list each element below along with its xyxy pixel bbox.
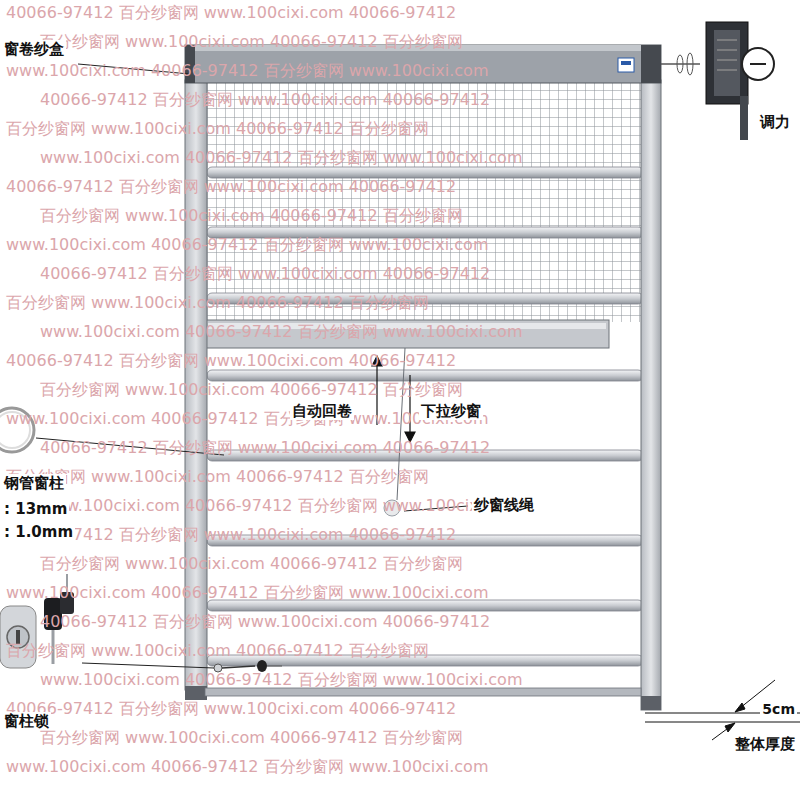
dimension-value: 5cm (760, 700, 797, 718)
watermark: www.100cixi.com 40066-97412 百分纱窗网 www.10… (6, 410, 488, 428)
watermark: 百分纱窗网 www.100cixi.com 40066-97412 百分纱窗网 (40, 729, 463, 747)
watermark: 40066-97412 百分纱窗网 www.100cixi.com 40066-… (40, 613, 490, 631)
watermark: 百分纱窗网 www.100cixi.com 40066-97412 百分纱窗网 (6, 294, 429, 312)
bottom-rail (205, 688, 641, 696)
watermark: 40066-97412 百分纱窗网 www.100cixi.com 40066-… (6, 352, 456, 370)
thickness-dimension (645, 680, 800, 740)
watermark: www.100cixi.com 40066-97412 百分纱窗网 www.10… (40, 323, 522, 341)
watermark: www.100cixi.com 40066-97412 百分纱窗网 www.10… (6, 62, 488, 80)
motion-label: 下拉纱窗 (419, 402, 483, 420)
watermark: 百分纱窗网 www.100cixi.com 40066-97412 百分纱窗网 (6, 642, 429, 660)
watermark: 40066-97412 百分纱窗网 www.100cixi.com 40066-… (6, 700, 456, 718)
watermark: www.100cixi.com 40066-97412 百分纱窗网 www.10… (6, 236, 488, 254)
screen-mesh (205, 82, 641, 322)
motion-label: 自动回卷 (290, 402, 354, 420)
watermark: www.100cixi.com 40066-97412 百分纱窗网 www.10… (6, 758, 488, 776)
right-post (641, 80, 661, 710)
watermark: www.100cixi.com 40066-97412 百分纱窗网 www.10… (6, 584, 488, 602)
part-name: 窗柱锁 (2, 712, 51, 730)
watermark: 40066-97412 百分纱窗网 www.100cixi.com 40066-… (40, 439, 490, 457)
watermark: 百分纱窗网 www.100cixi.com 40066-97412 百分纱窗网 (6, 120, 429, 138)
watermark: www.100cixi.com 40066-97412 百分纱窗网 www.10… (40, 149, 522, 167)
mesh-ground (205, 82, 641, 322)
brand-mark (621, 61, 631, 65)
dimension-name: 整体厚度 (733, 735, 797, 753)
part-name: 钢管窗柱 (2, 474, 66, 492)
part-name: 窗卷纱盒 (2, 40, 66, 58)
spec-value: : 1.0mm (2, 523, 75, 541)
spec-value: : 13mm (2, 500, 69, 518)
watermark: www.100cixi.com 40066-97412 百分纱窗网 www.10… (40, 497, 522, 515)
watermark: 百分纱窗网 www.100cixi.com 40066-97412 百分纱窗网 (40, 381, 463, 399)
watermark: 40066-97412 百分纱窗网 www.100cixi.com 40066-… (6, 178, 456, 196)
watermark: 百分纱窗网 www.100cixi.com 40066-97412 百分纱窗网 (40, 555, 463, 573)
part-name: 调力 (758, 113, 792, 131)
watermark: 百分纱窗网 www.100cixi.com 40066-97412 百分纱窗网 (6, 468, 429, 486)
post-foot (641, 696, 661, 710)
box-endcap (641, 45, 661, 83)
watermark: www.100cixi.com 40066-97412 百分纱窗网 www.10… (40, 671, 522, 689)
part-name: 纱窗线绳 (472, 496, 536, 514)
watermark: 百分纱窗网 www.100cixi.com 40066-97412 百分纱窗网 (40, 33, 463, 51)
watermark: 百分纱窗网 www.100cixi.com 40066-97412 百分纱窗网 (40, 207, 463, 225)
watermark: 40066-97412 百分纱窗网 www.100cixi.com 40066-… (6, 4, 456, 22)
brand-plate (618, 58, 634, 72)
watermark: 40066-97412 百分纱窗网 www.100cixi.com 40066-… (40, 91, 490, 109)
watermark: 40066-97412 百分纱窗网 www.100cixi.com 40066-… (40, 265, 490, 283)
